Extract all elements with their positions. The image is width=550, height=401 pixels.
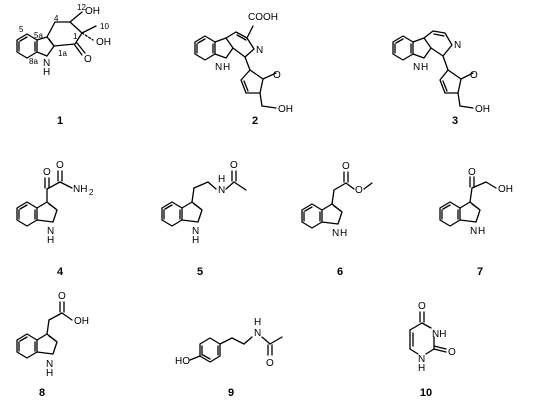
compound-label-9: 9 xyxy=(228,387,234,399)
structure-compound-9: HO H N O xyxy=(175,317,283,369)
compound-label-8: 8 xyxy=(39,387,45,399)
compound-label-6: 6 xyxy=(337,266,343,278)
structure-compound-2: COOH N N H O OH xyxy=(194,12,293,115)
compound-4-atom-o-keto: O xyxy=(43,167,51,178)
skeleton-compound-8 xyxy=(16,301,73,359)
compound-2-atom-o-furan: O xyxy=(273,70,281,81)
compound-3-atom-oh: OH xyxy=(475,104,490,115)
compound-8-atom-n: N xyxy=(46,359,53,370)
compound-8-atom-h: H xyxy=(46,368,53,379)
structure-compound-7: O OH N H xyxy=(439,167,513,237)
compound-5-atom-h-indole: H xyxy=(192,235,199,246)
compound-8-atom-oh: OH xyxy=(74,316,89,327)
compound-6-atom-o-ester: O xyxy=(355,185,363,196)
skeleton-compound-10 xyxy=(409,311,447,355)
compound-6-atom-n: N xyxy=(332,228,339,239)
compound-1-atom-oh-c1: OH xyxy=(96,37,111,48)
skeleton-compound-4 xyxy=(16,170,73,227)
compound-3-atom-n-indole: N xyxy=(413,62,420,73)
compound-label-3: 3 xyxy=(452,115,458,127)
compound-2-atom-n-indole: N xyxy=(215,62,222,73)
skeleton-compound-5 xyxy=(161,170,247,227)
compound-1-locant-12: 12 xyxy=(77,3,86,12)
compound-5-atom-n-amide: N xyxy=(218,185,225,196)
compound-1-locant-1a: 1a xyxy=(58,49,67,58)
compound-label-7: 7 xyxy=(477,266,483,278)
compound-10-atom-o-right: O xyxy=(448,347,456,358)
compound-5-atom-h-amide: H xyxy=(218,174,225,185)
compound-9-atom-o: O xyxy=(266,358,274,369)
skeleton-compound-2 xyxy=(194,25,277,109)
compound-2-atom-cooh: COOH xyxy=(248,12,278,23)
compound-3-atom-n-pyridine: N xyxy=(454,40,461,51)
compound-10-atom-nh: NH xyxy=(432,329,446,340)
compound-label-1: 1 xyxy=(57,115,63,127)
structure-compound-6: O O N H xyxy=(301,161,373,239)
compound-3-atom-h: H xyxy=(421,62,428,73)
compound-label-4: 4 xyxy=(57,266,64,278)
compound-6-atom-o-carbonyl: O xyxy=(342,161,350,172)
compound-10-atom-n: N xyxy=(418,354,425,365)
compound-1-locant-5: 5 xyxy=(19,25,24,34)
compound-4-atom-subscript-2: 2 xyxy=(89,188,94,197)
compound-1-atom-oh-c12: OH xyxy=(85,6,100,17)
compound-9-atom-n: N xyxy=(254,328,261,339)
compound-10-atom-h: H xyxy=(418,363,425,374)
compound-4-atom-nh: NH xyxy=(73,184,87,195)
structure-compound-4: O O NH 2 N H xyxy=(16,160,94,246)
skeleton-compound-1 xyxy=(16,11,97,59)
compound-4-atom-o-amide: O xyxy=(56,160,64,171)
compound-1-locant-5a: 5a xyxy=(34,31,43,40)
structure-compound-10: O NH O N H xyxy=(409,301,456,374)
compound-label-5: 5 xyxy=(197,266,203,278)
compound-7-atom-oh: OH xyxy=(498,184,513,195)
compound-7-atom-h: H xyxy=(478,226,485,237)
compound-6-atom-h: H xyxy=(340,228,347,239)
compound-1-atom-h: H xyxy=(43,67,50,78)
structure-compound-8: O OH N H xyxy=(16,291,89,379)
compound-1-locant-8a: 8a xyxy=(29,57,38,66)
compound-4-atom-n: N xyxy=(47,226,54,237)
compound-7-atom-n: N xyxy=(470,226,477,237)
compound-3-atom-o-furan: O xyxy=(470,70,478,81)
compound-1-atom-n: N xyxy=(43,58,50,69)
skeleton-compound-6 xyxy=(301,171,373,229)
structure-compound-5: H N O N H xyxy=(161,160,247,246)
compound-10-atom-o-top: O xyxy=(418,301,426,312)
compound-8-atom-o: O xyxy=(58,291,66,302)
compound-2-atom-n-pyridine: N xyxy=(256,45,263,56)
compound-1-atom-o: O xyxy=(84,54,92,65)
compound-4-atom-h: H xyxy=(47,235,54,246)
compound-2-atom-oh: OH xyxy=(278,104,293,115)
skeleton-compound-7 xyxy=(439,176,497,227)
compound-5-atom-n-indole: N xyxy=(192,226,199,237)
compound-1-locant-10: 10 xyxy=(100,22,109,31)
compound-7-atom-o: O xyxy=(468,167,476,178)
compound-1-locant-1: 1 xyxy=(73,32,78,41)
compound-label-2: 2 xyxy=(252,115,258,127)
compound-1-locant-4: 4 xyxy=(54,14,59,23)
skeleton-compound-3 xyxy=(392,30,474,109)
compound-9-atom-h: H xyxy=(254,317,261,328)
compound-label-10: 10 xyxy=(420,387,432,399)
compound-5-atom-o: O xyxy=(230,160,238,171)
compound-2-atom-h: H xyxy=(223,62,230,73)
structure-compound-3: N N H O OH xyxy=(392,30,490,115)
skeleton-compound-9 xyxy=(189,336,283,363)
structure-compound-1: OH OH O N H 12 10 1 4 5 5a 8a 1a xyxy=(16,3,111,78)
compound-9-atom-ho: HO xyxy=(175,356,190,367)
